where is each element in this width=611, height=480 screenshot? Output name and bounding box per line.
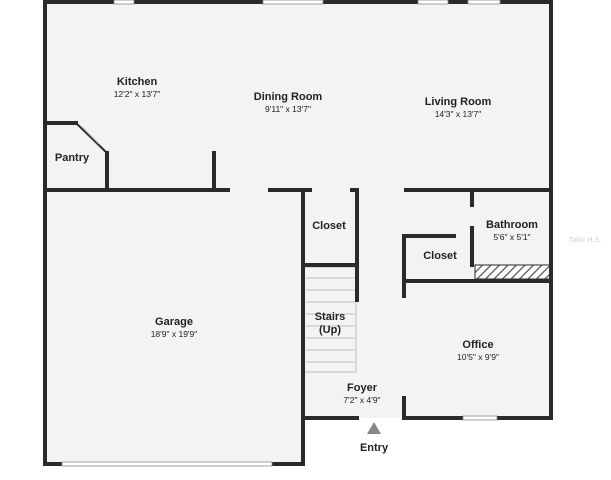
room-labels: Kitchen 12'2" x 13'7" Dining Room 9'11" …: [55, 76, 538, 454]
room-living-dims: 14'3" x 13'7": [435, 109, 482, 119]
hatched-area: [474, 264, 551, 280]
floor-fills: [45, 2, 551, 464]
pantry-door-swing: [81, 126, 100, 145]
room-stairs-note: (Up): [319, 324, 341, 336]
room-foyer-name: Foyer: [347, 382, 378, 394]
entry-label: Entry: [360, 442, 389, 454]
room-kitchen-dims: 12'2" x 13'7": [114, 89, 161, 99]
openings: [230, 187, 470, 239]
room-office-dims: 10'5" x 9'9": [457, 352, 499, 362]
entry-arrow-icon: [367, 422, 381, 434]
room-living-name: Living Room: [425, 96, 492, 108]
room-garage-dims: 18'9" x 19'9": [151, 329, 198, 339]
room-garage-name: Garage: [155, 316, 193, 328]
pantry-door: [75, 122, 108, 154]
room-bathroom-name: Bathroom: [486, 219, 538, 231]
lower-right-floor: [303, 190, 551, 418]
watermark: Tailor H.S.: [569, 237, 601, 244]
room-office-name: Office: [462, 339, 493, 351]
room-dining-dims: 9'11" x 13'7": [265, 104, 311, 114]
room-foyer-dims: 7'2" x 4'9": [343, 395, 380, 405]
stairs-treads: [306, 277, 355, 363]
room-dining-name: Dining Room: [254, 91, 323, 103]
room-closet-center-name: Closet: [312, 220, 346, 232]
room-kitchen-name: Kitchen: [117, 76, 158, 88]
room-stairs-name: Stairs: [315, 311, 346, 323]
upper-floor: [45, 2, 551, 190]
windows: [61, 0, 501, 467]
room-pantry-name: Pantry: [55, 152, 90, 164]
garage-floor: [45, 190, 303, 464]
room-bathroom-dims: 5'6" x 5'1": [493, 232, 530, 242]
room-closet-right-name: Closet: [423, 250, 457, 262]
